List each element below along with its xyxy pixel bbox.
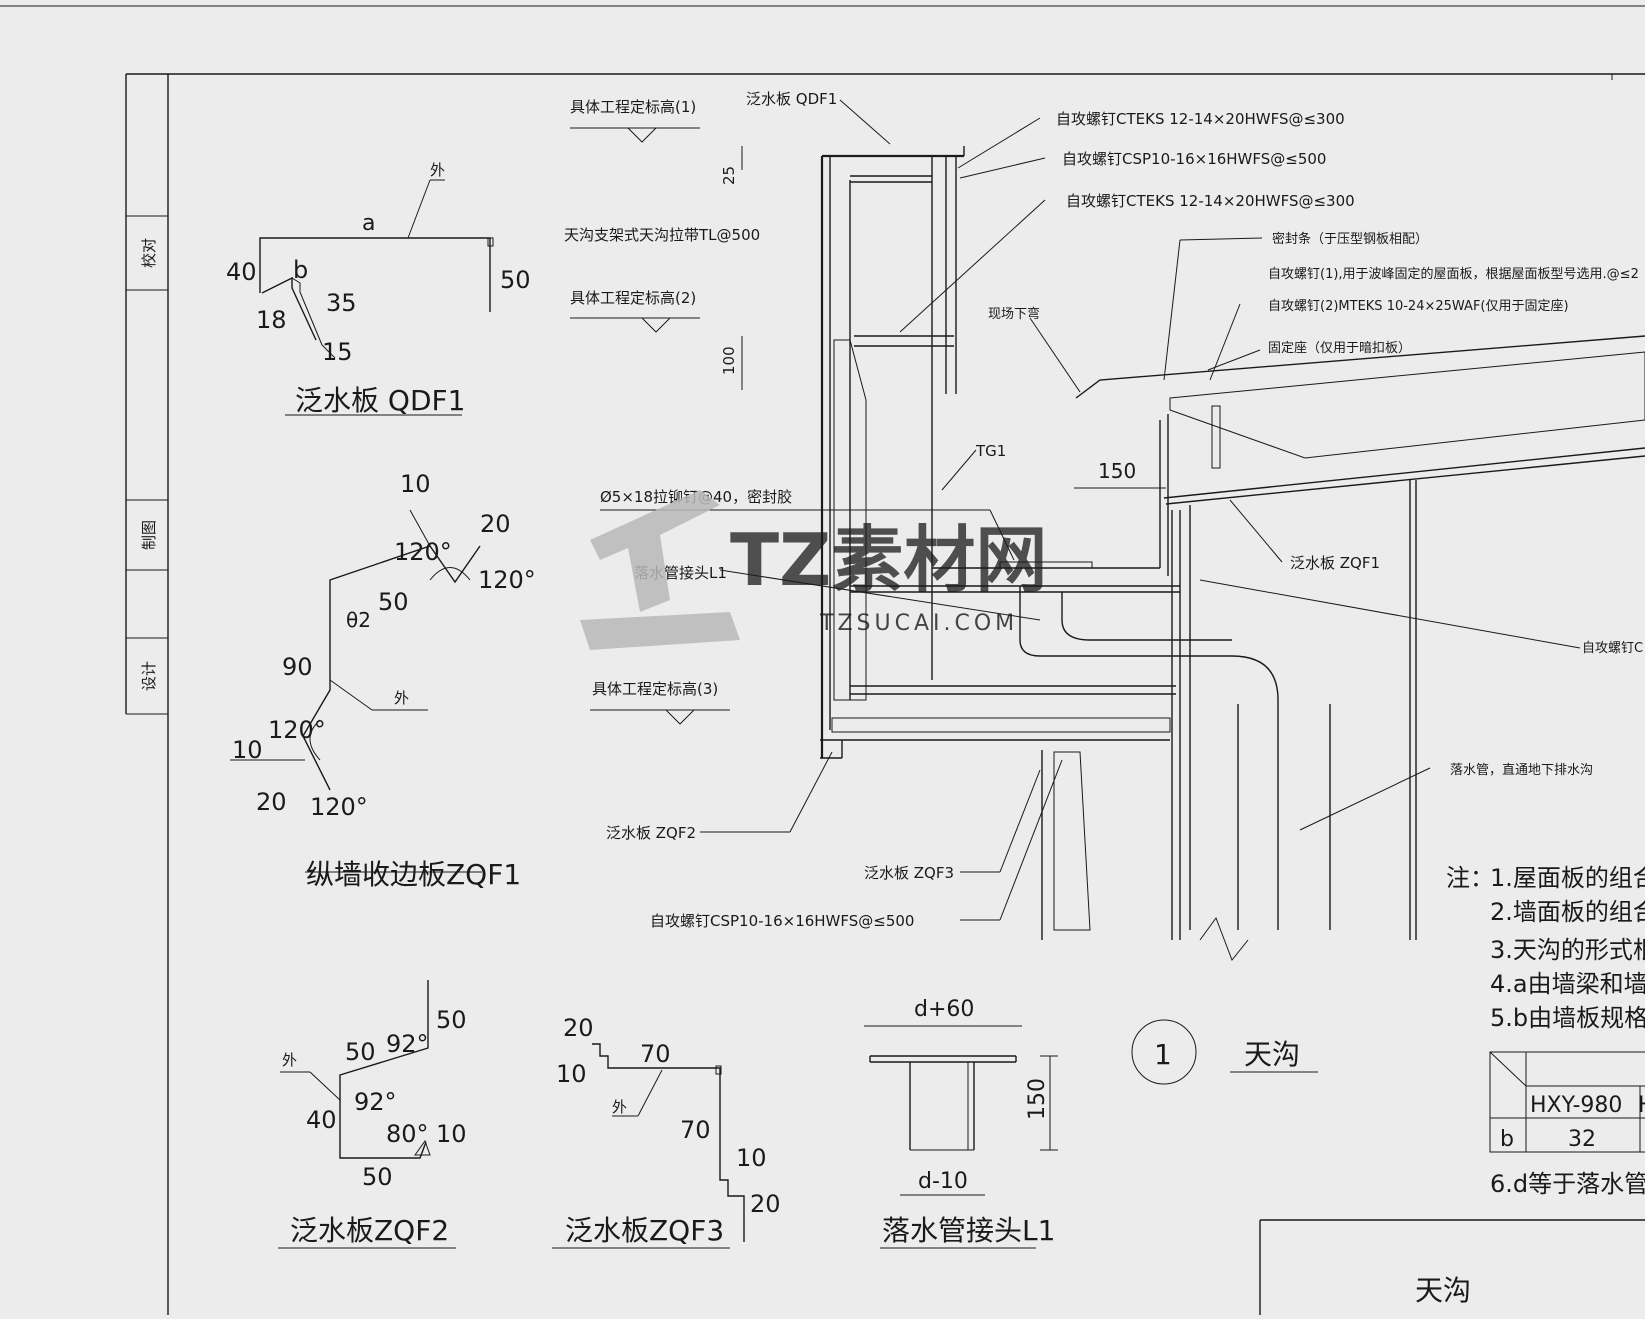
qdf1-dim-a: a (362, 211, 375, 236)
sheet-title: 天沟 (1415, 1274, 1471, 1307)
qdf1-dim-15: 15 (322, 338, 353, 366)
notes-prefix: 注： (1446, 864, 1494, 892)
dim-150: 150 (1098, 459, 1136, 483)
zqf1-dim-120b: 120° (478, 566, 536, 594)
note-1: 1.屋面板的组合型 (1490, 864, 1645, 892)
zqf1-dim-90: 90 (282, 653, 313, 681)
zqf1-dim-50: 50 (378, 588, 409, 616)
zqf1-title: 纵墙收边板ZQF1 (306, 858, 521, 891)
l1-dim-150: 150 (1025, 1078, 1050, 1120)
label-bend: 现场下弯 (988, 306, 1040, 322)
label-tg1: TG1 (975, 442, 1006, 460)
zqf2-dim-40: 40 (306, 1106, 337, 1134)
zqf2-dim-50b: 50 (436, 1006, 467, 1034)
zqf1-dim-20: 20 (480, 510, 511, 538)
detail-zqf2 (278, 980, 456, 1249)
table-row-value: 32 (1568, 1127, 1596, 1152)
watermark (580, 490, 740, 650)
side-label-design: 设计 (140, 661, 158, 691)
detail-zqf3 (552, 1043, 745, 1249)
qdf1-dim-out: 外 (430, 161, 445, 179)
note-5: 5.b由墙板规格定 (1490, 1004, 1645, 1032)
label-zqf1: 泛水板 ZQF1 (1290, 554, 1380, 572)
label-tie: 天沟支架式天沟拉带TL@500 (564, 226, 760, 244)
table-header-2: H (1638, 1093, 1645, 1118)
label-elev3: 具体工程定标高(3) (592, 680, 718, 698)
label-screw-r2: 自攻螺钉(2)MTEKS 10-24×25WAF(仅用于固定座) (1268, 299, 1569, 314)
zqf1-dim-10: 10 (400, 470, 431, 498)
section-symbol (1131, 1019, 1197, 1085)
zqf3-title: 泛水板ZQF3 (565, 1214, 724, 1247)
label-qdf1: 泛水板 QDF1 (746, 90, 837, 108)
zqf1-dim-120a: 120° (394, 538, 452, 566)
watermark-logo: TZ素材网 (730, 518, 1047, 602)
zqf3-dim-20b: 20 (750, 1190, 781, 1218)
zqf2-dim-out: 外 (282, 1051, 297, 1069)
zqf2-dim-80: 80° (386, 1120, 429, 1148)
main-section (570, 127, 1645, 961)
label-screw-r1: 自攻螺钉(1),用于波峰固定的屋面板，根据屋面板型号选用.@≤2 (1268, 266, 1639, 282)
zqf2-title: 泛水板ZQF2 (290, 1214, 449, 1247)
label-screw1: 自攻螺钉CTEKS 12-14×20HWFS@≤300 (1056, 110, 1345, 128)
detail-l1 (864, 1025, 1058, 1249)
label-seat: 固定座（仅用于暗扣板） (1268, 341, 1411, 356)
note-4: 4.a由墙梁和墙板规格 (1490, 970, 1645, 998)
qdf1-title: 泛水板 QDF1 (295, 384, 465, 417)
side-label-draw: 制图 (140, 520, 158, 550)
leaders (600, 99, 1581, 921)
dim-100: 100 (720, 346, 738, 375)
qdf1-dim-b: b (293, 256, 308, 284)
label-screw-csp: 自攻螺钉CSP10-16×16HWFS@≤500 (650, 912, 914, 930)
zqf1-dim-10b: 10 (232, 736, 263, 764)
qdf1-dim-35: 35 (326, 289, 357, 317)
l1-dim-d10: d-10 (918, 1169, 968, 1194)
zqf1-dim-120c: 120° (268, 716, 326, 744)
zqf2-dim-10: 10 (436, 1120, 467, 1148)
notes-table (1489, 1051, 1645, 1153)
label-screw-c: 自攻螺钉C (1582, 641, 1643, 656)
note-6: 6.d等于落水管内 (1490, 1170, 1645, 1198)
detail-zqf1 (230, 509, 482, 873)
zqf3-dim-20: 20 (563, 1014, 594, 1042)
zqf1-dim-120d: 120° (310, 793, 368, 821)
zqf2-dim-92a: 92° (386, 1030, 429, 1058)
zqf2-dim-92b: 92° (354, 1088, 397, 1116)
label-screw3: 自攻螺钉CTEKS 12-14×20HWFS@≤300 (1066, 192, 1355, 210)
side-label-check: 校对 (140, 238, 158, 268)
zqf1-dim-out: 外 (394, 689, 409, 707)
label-zqf3: 泛水板 ZQF3 (864, 864, 954, 882)
label-seal: 密封条（于压型钢板相配） (1272, 231, 1428, 247)
watermark-url: TZSUCAI.COM (819, 611, 1018, 636)
l1-dim-d60: d+60 (914, 997, 974, 1022)
label-elev1: 具体工程定标高(1) (570, 98, 696, 116)
label-screw2: 自攻螺钉CSP10-16×16HWFS@≤500 (1062, 150, 1326, 168)
zqf3-dim-10b: 10 (736, 1144, 767, 1172)
table-header: HXY-980 (1530, 1093, 1622, 1118)
table-row-label: b (1500, 1127, 1514, 1152)
detail-qdf1 (259, 179, 494, 416)
section-title: 天沟 (1244, 1038, 1300, 1071)
section-number: 1 (1154, 1038, 1172, 1071)
qdf1-dim-40: 40 (226, 258, 257, 286)
frame (0, 5, 1645, 1315)
zqf2-dim-50a: 50 (345, 1038, 376, 1066)
note-3: 3.天沟的形式根据 (1490, 936, 1645, 964)
qdf1-dim-50: 50 (500, 266, 531, 294)
qdf1-dim-18: 18 (256, 306, 287, 334)
zqf3-dim-70a: 70 (640, 1040, 671, 1068)
zqf3-dim-out: 外 (612, 1098, 627, 1116)
zqf3-dim-70b: 70 (680, 1116, 711, 1144)
zqf2-dim-50c: 50 (362, 1163, 393, 1191)
zqf1-dim-20b: 20 (256, 788, 287, 816)
note-2: 2.墙面板的组合型 (1490, 898, 1645, 926)
zqf1-dim-theta: θ2 (346, 608, 371, 632)
dim-25: 25 (720, 166, 738, 185)
l1-title: 落水管接头L1 (882, 1214, 1055, 1247)
label-zqf2: 泛水板 ZQF2 (606, 824, 696, 842)
zqf3-dim-10: 10 (556, 1060, 587, 1088)
label-downpipe: 落水管，直通地下排水沟 (1450, 763, 1593, 778)
label-elev2: 具体工程定标高(2) (570, 289, 696, 307)
